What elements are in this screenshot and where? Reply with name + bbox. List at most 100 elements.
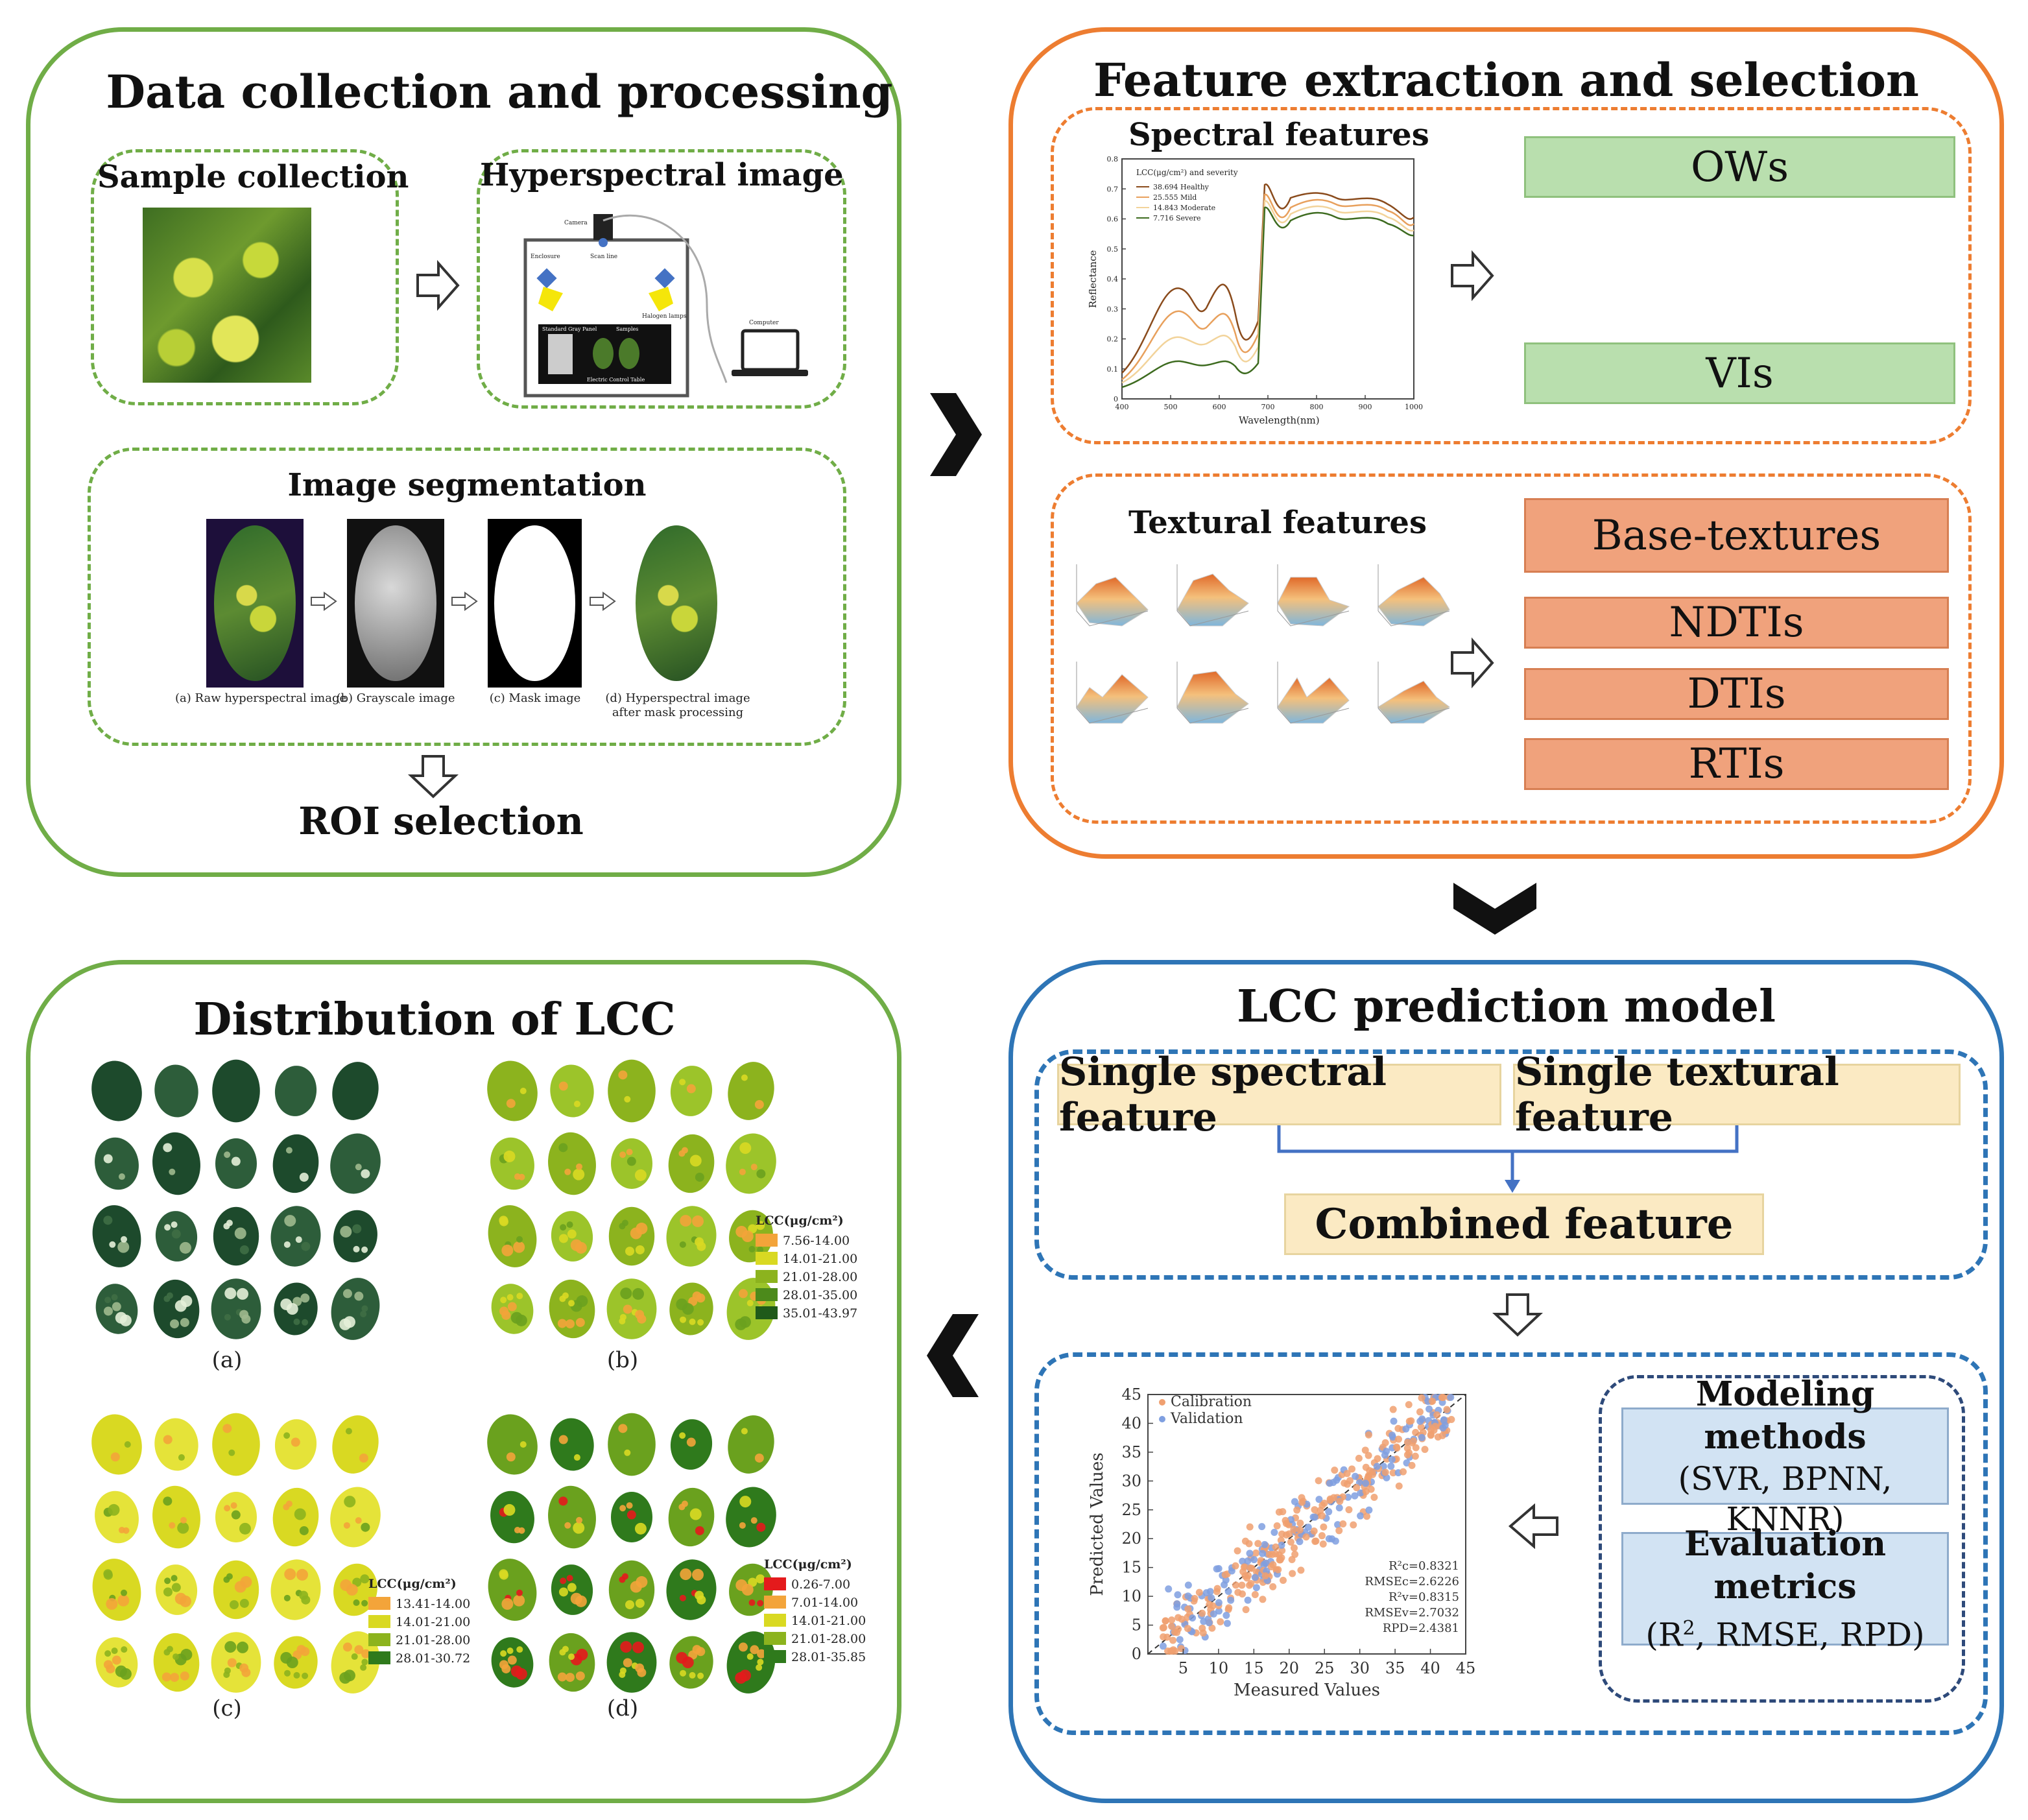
calibration-point	[1343, 1480, 1351, 1488]
spectral-legend-2: 14.843 Moderate	[1153, 204, 1215, 212]
validation-point	[1278, 1541, 1285, 1549]
validation-point	[1165, 1585, 1173, 1593]
scatter-xtick: 15	[1244, 1659, 1264, 1677]
legend-swatch	[764, 1596, 786, 1609]
leaf-map	[487, 1414, 538, 1475]
calibration-point	[1243, 1574, 1251, 1582]
validation-point	[1383, 1448, 1390, 1455]
chevron-down-icon	[1453, 883, 1536, 935]
vis-box: VIs	[1524, 342, 1955, 404]
legend-b-title: LCC(μg/cm²)	[756, 1214, 844, 1228]
calibration-point	[1395, 1482, 1403, 1490]
calibration-point	[1167, 1622, 1175, 1630]
legend-swatch	[368, 1651, 390, 1664]
calibration-point	[1319, 1540, 1327, 1548]
leaf-map	[215, 1492, 257, 1542]
samples-label: Samples	[616, 326, 638, 332]
legend-item-label: 7.56-14.00	[783, 1234, 850, 1248]
spectral-ytick: 0	[1114, 395, 1118, 403]
chevron-left-icon	[927, 1314, 979, 1397]
calibration-point	[1339, 1520, 1347, 1528]
leaf-map	[95, 1637, 138, 1688]
validation-point	[1351, 1492, 1359, 1500]
calibration-point	[1336, 1498, 1344, 1505]
leaf-map	[331, 1278, 380, 1340]
calibration-point	[1246, 1523, 1254, 1531]
caption-masked-2: after mask processing	[612, 706, 744, 719]
calibration-point	[1433, 1411, 1441, 1419]
calibration-point	[1289, 1570, 1296, 1577]
hyperspectral-title: Hyperspectral image	[480, 157, 844, 193]
validation-point	[1357, 1512, 1365, 1520]
validation-point	[1389, 1431, 1396, 1439]
leaf-map	[332, 1062, 379, 1120]
leaf-map	[728, 1415, 774, 1474]
validation-point	[1208, 1594, 1215, 1601]
scatter-xtick: 5	[1178, 1659, 1188, 1677]
calibration-point	[1394, 1424, 1402, 1432]
leaf-map	[211, 1278, 261, 1339]
leaf-map	[211, 1632, 261, 1693]
calibration-point	[1370, 1493, 1378, 1501]
computer-label: Computer	[749, 320, 779, 326]
texture-surface-plot	[1277, 662, 1350, 724]
calibration-point	[1438, 1393, 1446, 1401]
legend-swatch	[764, 1632, 786, 1645]
textural-features-title: Textural features	[1128, 505, 1427, 541]
spectral-xtick: 700	[1261, 403, 1275, 411]
validation-point	[1250, 1556, 1258, 1564]
legend-item-label: 14.01-21.00	[396, 1615, 470, 1629]
calibration-point	[1438, 1431, 1446, 1439]
arrow-down-icon-2	[1492, 1293, 1544, 1337]
calibration-point	[1239, 1590, 1247, 1598]
leaf-map	[92, 1559, 141, 1621]
calibration-point	[1272, 1550, 1280, 1558]
spectral-xtick: 500	[1164, 403, 1178, 411]
calibration-point	[1311, 1537, 1319, 1545]
legend-item-label: 21.01-28.00	[783, 1270, 857, 1284]
segmentation-box	[88, 448, 846, 746]
stat-0: R²c=0.8321	[1389, 1559, 1459, 1573]
calibration-point	[1297, 1566, 1305, 1574]
calibration-point	[1311, 1506, 1318, 1514]
spectral-ytick: 0.8	[1107, 155, 1119, 163]
leaf-map	[333, 1210, 377, 1263]
scatter-ytick: 35	[1121, 1443, 1141, 1461]
calibration-point	[1168, 1616, 1176, 1624]
leaf-map	[668, 1134, 715, 1193]
calibration-point	[1389, 1469, 1397, 1477]
texture-surface-plot	[1076, 662, 1149, 724]
validation-point	[1447, 1393, 1455, 1401]
calibration-point	[1167, 1647, 1175, 1655]
calibration-point	[1184, 1605, 1192, 1613]
sub-label-d: (d)	[607, 1695, 638, 1721]
validation-point	[1215, 1607, 1223, 1615]
calibration-point	[1276, 1556, 1284, 1564]
legend-item-label: 14.01-21.00	[791, 1614, 866, 1628]
legend-swatch	[756, 1252, 778, 1265]
calibration-point	[1343, 1470, 1351, 1478]
rtis-box: RTIs	[1524, 738, 1949, 790]
calibration-point	[1416, 1408, 1424, 1416]
scatter-ytick: 0	[1132, 1645, 1141, 1663]
leaf-map	[272, 1134, 319, 1193]
calibration-point	[1293, 1506, 1301, 1514]
validation-point	[1325, 1508, 1333, 1516]
leaf-map	[270, 1206, 321, 1267]
roi-selection-label: ROI selection	[298, 799, 584, 843]
leaf-map	[668, 1487, 715, 1547]
leaf-map	[272, 1487, 319, 1547]
leaf-map	[606, 1632, 657, 1693]
legend-calibration: Calibration	[1171, 1394, 1252, 1410]
segmentation-title: Image segmentation	[287, 467, 647, 503]
validation-point	[1344, 1493, 1352, 1501]
arrow-right-icon-3	[1451, 637, 1494, 689]
calibration-point	[1320, 1500, 1328, 1507]
calibration-point	[1405, 1401, 1413, 1409]
arrow-right-small-icon	[311, 592, 337, 611]
validation-point	[1426, 1405, 1433, 1413]
calibration-point	[1320, 1523, 1328, 1531]
legend-item-label: 21.01-28.00	[396, 1633, 470, 1647]
legend-item-label: 28.01-35.00	[783, 1288, 857, 1302]
calibration-point	[1362, 1487, 1370, 1495]
